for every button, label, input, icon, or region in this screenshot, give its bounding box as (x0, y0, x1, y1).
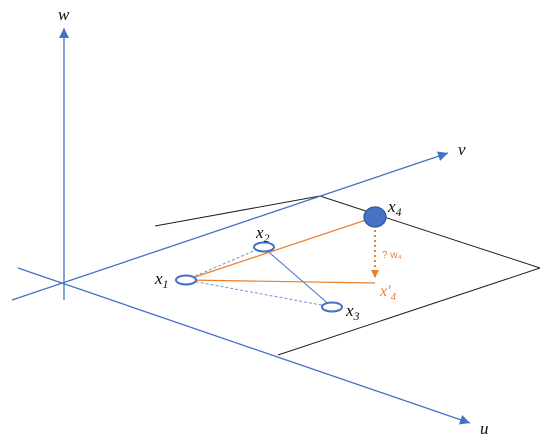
plane-edge-bottom (277, 267, 541, 356)
point-x3 (321, 301, 343, 313)
label-x4: x4 (387, 197, 402, 219)
point-x1 (175, 274, 197, 286)
u-axis-label: u (480, 419, 489, 438)
line-x1-x4 (185, 216, 376, 281)
label-x2: x2 (255, 223, 270, 245)
label-x1: x1 (154, 269, 169, 291)
uv-plane (154, 195, 541, 356)
label-x3: x3 (345, 301, 360, 323)
line-x2-x3 (262, 246, 333, 308)
w-axis-label: w (58, 5, 70, 24)
blue-connections (185, 246, 333, 308)
point-x2 (253, 241, 275, 253)
point-x4 (363, 206, 387, 228)
plane-edge-right (319, 195, 541, 269)
line-x1-x2 (185, 246, 264, 281)
plane-edge-top (154, 195, 321, 227)
w4-annotation: ? w₄ (382, 250, 402, 261)
label-x4-projection: x'4 (379, 283, 397, 303)
u-axis (17, 267, 471, 425)
v-axis-label: v (458, 140, 466, 159)
points (175, 206, 387, 313)
line-x1-x4proj (185, 279, 376, 284)
orange-connections (185, 216, 379, 284)
v-axis (11, 151, 449, 301)
axes (11, 28, 471, 425)
line-x1-x3 (185, 279, 333, 308)
